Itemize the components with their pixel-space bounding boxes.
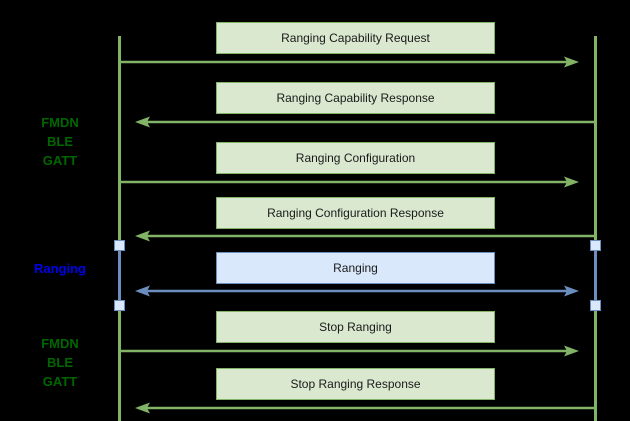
message-box-ranging-configuration-response: Ranging Configuration Response xyxy=(216,197,495,229)
message-box-ranging-capability-request: Ranging Capability Request xyxy=(216,22,495,54)
message-arrow-ranging-capability-request xyxy=(120,55,580,69)
phase-label-fmdn-ble-gatt-top: FMDN BLE GATT xyxy=(41,115,79,168)
right-lifeline-lower xyxy=(594,300,597,421)
message-arrow-ranging-configuration-response xyxy=(134,229,594,243)
message-box-ranging-configuration: Ranging Configuration xyxy=(216,142,495,174)
phase-label-fmdn-ble-gatt-bottom: FMDN BLE GATT xyxy=(41,336,79,389)
phase-label-ranging: Ranging xyxy=(34,261,86,276)
left-lifeline xyxy=(118,36,121,241)
message-arrow-stop-ranging-response xyxy=(134,401,594,415)
left-lifeline-ranging-segment xyxy=(118,241,121,306)
right-lifeline xyxy=(594,36,597,241)
exec-marker-right-start xyxy=(590,240,601,251)
message-box-stop-ranging-response: Stop Ranging Response xyxy=(216,368,495,400)
right-lifeline-ranging-segment xyxy=(594,241,597,306)
message-arrow-ranging-capability-response xyxy=(134,115,594,129)
exec-marker-right-end xyxy=(590,300,601,311)
message-arrow-stop-ranging xyxy=(120,344,580,358)
message-box-ranging: Ranging xyxy=(216,252,495,284)
message-box-ranging-capability-response: Ranging Capability Response xyxy=(216,82,495,114)
exec-marker-left-start xyxy=(114,240,125,251)
message-box-stop-ranging: Stop Ranging xyxy=(216,311,495,343)
exec-marker-left-end xyxy=(114,300,125,311)
left-lifeline-lower xyxy=(118,300,121,421)
message-arrow-ranging-configuration xyxy=(120,175,580,189)
message-arrow-ranging-bidirectional xyxy=(134,284,580,298)
